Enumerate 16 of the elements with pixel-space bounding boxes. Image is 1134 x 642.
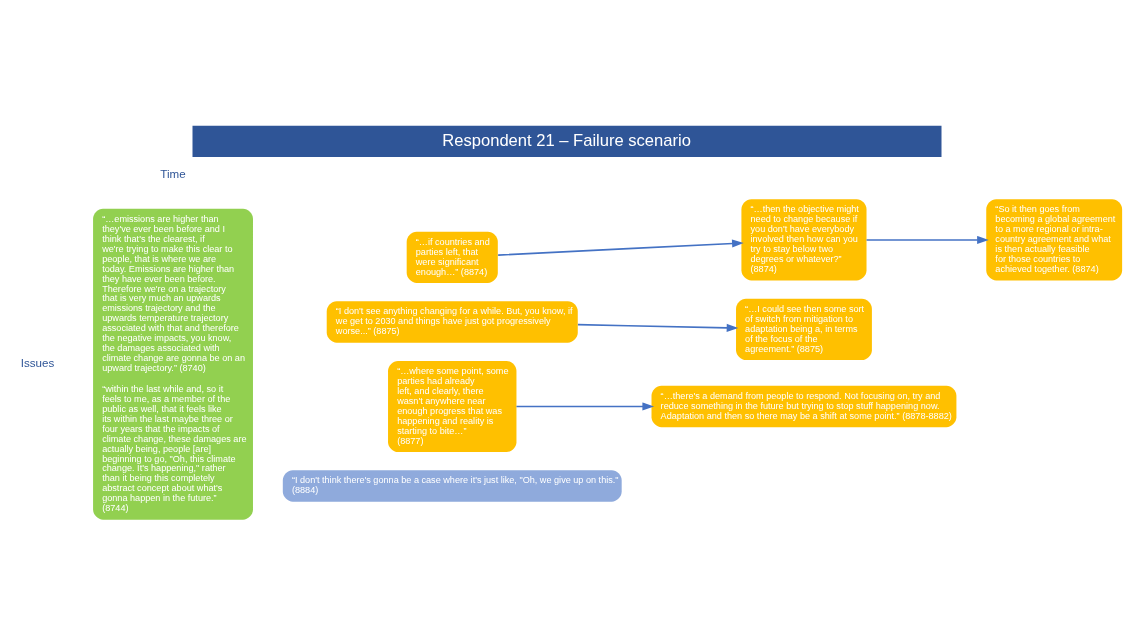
- node-box: “…emissions are higher than they've ever been before and I think that's the clearest, if we're trying to make this clear to people, that is where we are today. Emissions are higher than they have ever been before. Therefore we're on a trajectory that is very much an upwards emissions trajectory and the upwards temperature trajectory associated with that and therefore the negative impacts, you know, the damages associated with climate change are gonna be on an upward trajectory.” (8740) “within the last while and, so it feels to me, as a member of the public as well, that it feels like its within the last maybe three or four years that the impacts of climate change, these damages are actually being, people [are] beginning to go, "Oh, this climate change. It's happening," rather than it being this completely abstract concept about what's gonna happen in the future.” (8744): [93, 208, 253, 520]
- arrow: [865, 235, 989, 245]
- arrow: [577, 323, 739, 332]
- node-box: “I don't think there's gonna be a case where it's just like, "Oh, we give up on this." (8884): [282, 470, 622, 502]
- node-box: “So it then goes from becoming a global agreement to a more regional or intra-country agreement and what is then actually feasible for those countries to achieved together. (8874): [986, 199, 1123, 281]
- node-box: “I don't see anything changing for a while. But, you know, if we get to 2030 and things have just got progressively worse...” (8875): [326, 301, 578, 343]
- label: Time: [160, 168, 186, 181]
- node-box: “…I could see then some sort of switch from mitigation to adaptation being a, in terms of the focus of the agreement.” (8875): [736, 298, 872, 361]
- node-box: “…if countries and parties left, that were significant enough…” (8874): [406, 231, 498, 284]
- node-box: “…there's a demand from people to respond. Not focusing on, try and reduce something in the future but trying to stop stuff happening now. Adaptation and then so there may be a shift at some point.” (8878-8882): [651, 385, 957, 428]
- diagram-title: Respondent 21 – Failure scenario: [442, 130, 691, 150]
- arrow: [515, 402, 654, 411]
- node-box: “…then the objective might need to change because if you don't have everybody involved then how can you try to stay below two degrees or whatever?” (8874): [741, 199, 867, 281]
- arrow: [497, 239, 744, 256]
- node-box: “…where some point, some parties had already left, and clearly, there wasn't anywhere near enough progress that was happening and reality is starting to bite…” (8877): [388, 360, 517, 453]
- label: Issues: [20, 357, 55, 370]
